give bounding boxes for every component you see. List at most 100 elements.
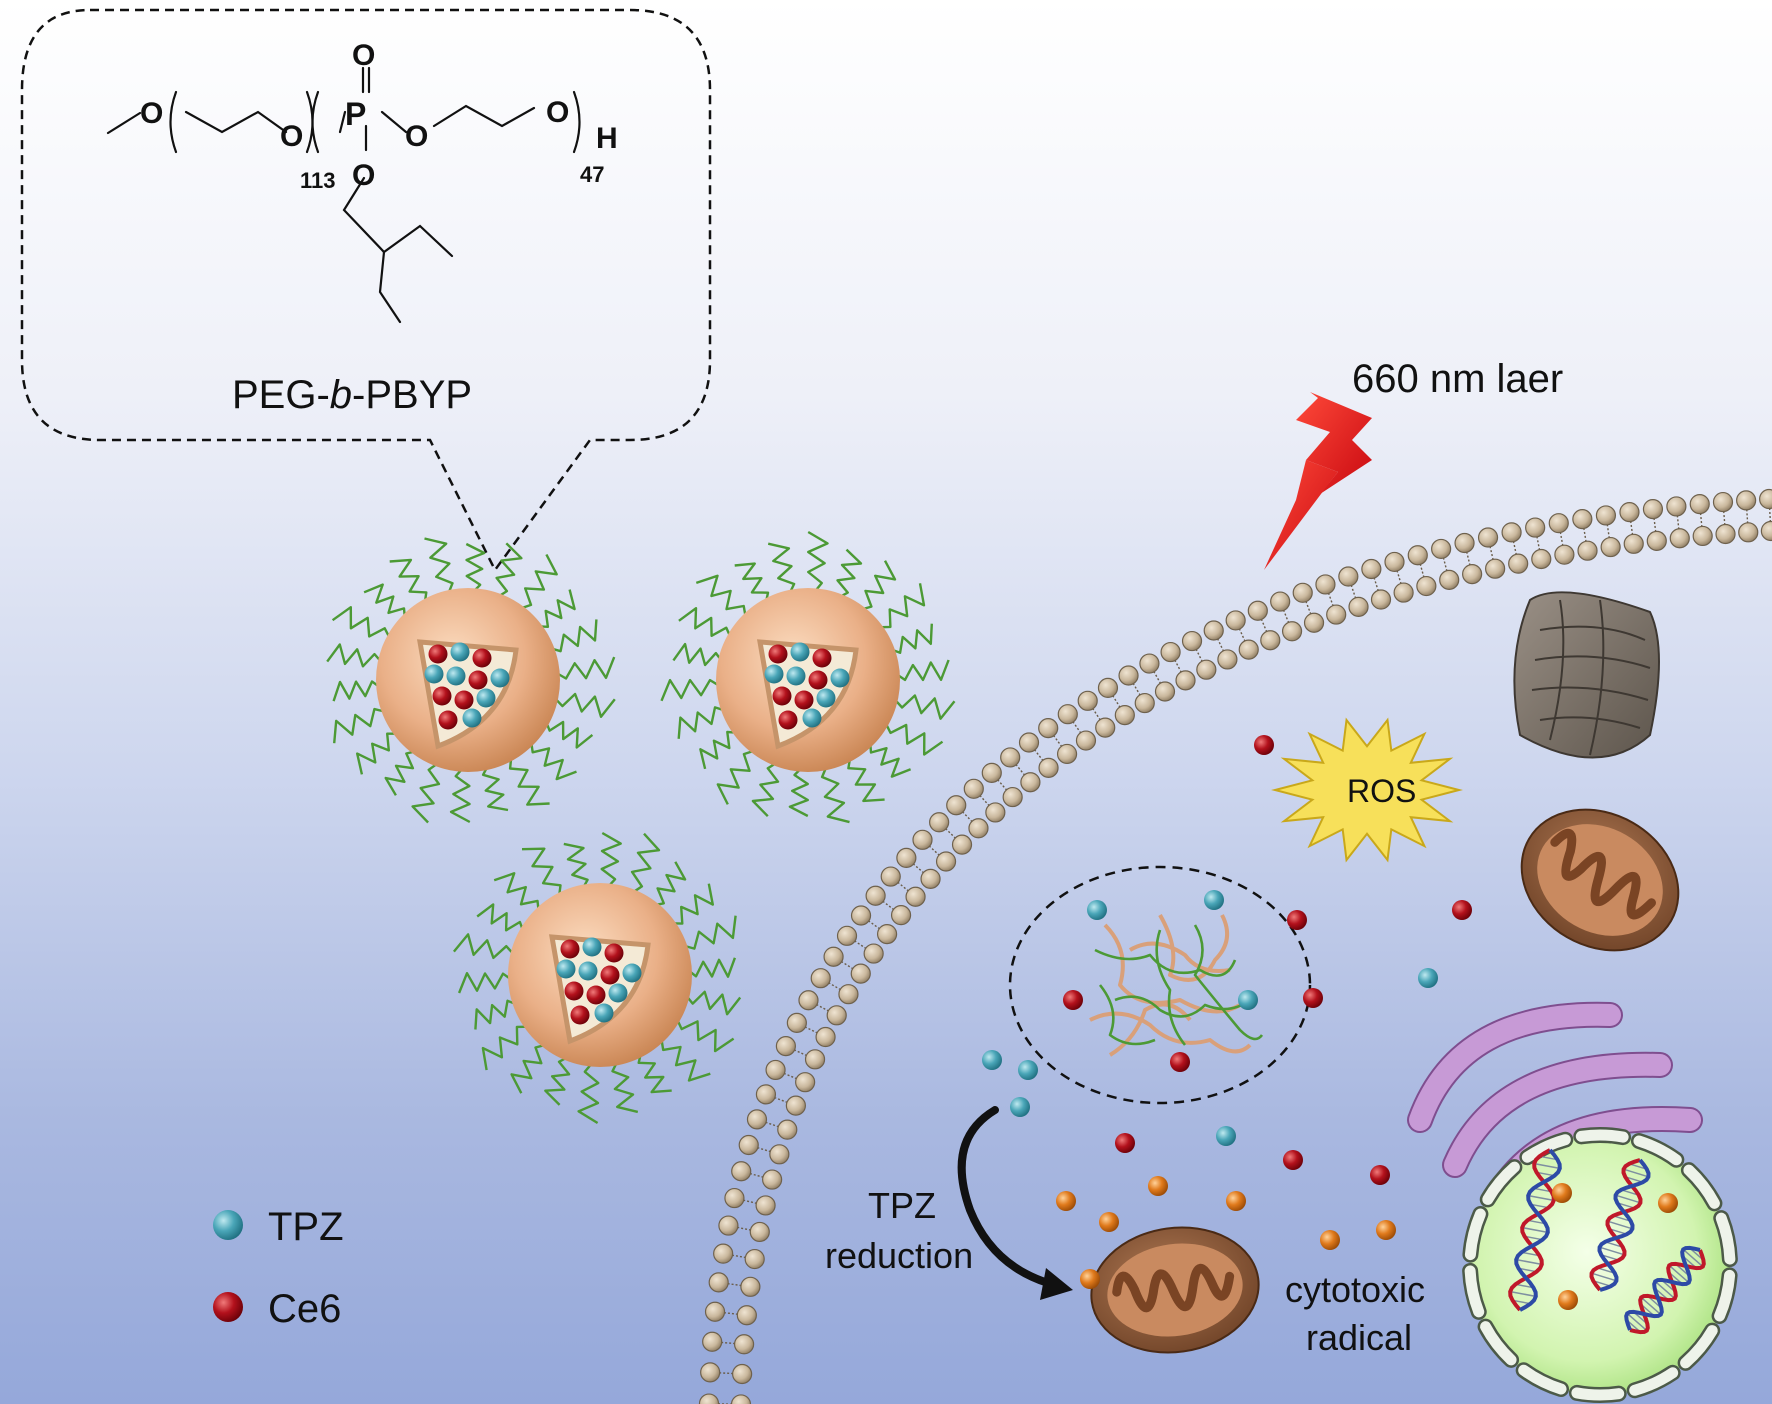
lipid-head [718, 1215, 739, 1236]
lipid-head [1225, 610, 1246, 631]
micelle-icon [660, 530, 956, 824]
peg-chain [860, 560, 897, 611]
lipid-head [746, 1109, 768, 1130]
lipid-head [963, 778, 984, 799]
lipid-head [1292, 582, 1313, 603]
lipid-tail [961, 811, 973, 823]
lipid-tail [1583, 527, 1587, 542]
lipid-tail [1052, 734, 1063, 748]
lipid-head [733, 1334, 755, 1355]
lipid-head [985, 802, 1006, 823]
lipid-head [769, 1144, 790, 1165]
tpz-molecule [764, 664, 784, 684]
radical-molecule [1320, 1230, 1340, 1250]
peg-chain [481, 765, 509, 812]
lipid-tail [1015, 763, 1026, 776]
atom-o-top: O [352, 39, 375, 72]
peg-chain [699, 730, 738, 770]
lipid-head [1407, 545, 1428, 566]
lipid-tail [945, 828, 957, 839]
ce6-molecule [1452, 900, 1472, 920]
lipid-tail [1699, 512, 1703, 528]
peg-chain [519, 553, 558, 610]
peg-chain [452, 933, 516, 960]
lipid-head [815, 1026, 836, 1048]
lipid-head [1338, 566, 1359, 587]
tpz-molecule [450, 642, 470, 662]
peg-chain [326, 643, 383, 668]
peg-chain [495, 542, 523, 599]
ce6-molecule [1254, 735, 1274, 755]
lipid-head [1000, 747, 1021, 768]
lipid-head [850, 963, 871, 984]
peg-chain [510, 1043, 547, 1094]
peg-chain [465, 542, 486, 593]
lipid-head [732, 1363, 753, 1385]
peg-chain [389, 558, 428, 604]
lipid-head [1439, 569, 1460, 590]
lipid-head [1315, 574, 1336, 595]
radical-molecule [1080, 1269, 1100, 1289]
lipid-head [1692, 525, 1713, 547]
atom-p: P [345, 96, 366, 132]
peg-chain [537, 589, 576, 628]
polymer-callout: O O P O O O O H 113 47 PEG-b-PBYP [20, 8, 712, 573]
dna-base-pair [1527, 1219, 1546, 1225]
peg-chain [577, 1061, 600, 1125]
dna-base-pair [1530, 1203, 1549, 1209]
tpz-molecule [1010, 1097, 1030, 1117]
lipid-head [1020, 772, 1041, 793]
lipid-tail [854, 940, 867, 950]
peg-chain [660, 678, 721, 702]
tpz-molecule [608, 983, 628, 1003]
lipid-tail [840, 960, 854, 970]
pbyp-chain [1089, 1011, 1252, 1054]
tpz-molecule [424, 664, 444, 684]
dna-base-pair [1682, 1248, 1704, 1268]
lipid-tail [997, 779, 1008, 791]
ce6-molecule [1287, 910, 1307, 930]
callout-bubble [20, 8, 712, 573]
peg-chain [600, 831, 622, 889]
ce6-molecule [604, 943, 624, 963]
dna-base-pair [1654, 1280, 1676, 1300]
dna-base-pair [1536, 1171, 1555, 1177]
lipid-head [1600, 536, 1621, 558]
ce6-molecule [564, 981, 584, 1001]
nuclear-pore-segment [1518, 1364, 1567, 1395]
lipid-tail [737, 1226, 752, 1231]
lipid-tail [1282, 609, 1290, 624]
ce6-molecule [454, 690, 474, 710]
lipid-head [1154, 681, 1176, 702]
dna-base-pair [1640, 1296, 1662, 1316]
tpz-molecule [622, 963, 642, 983]
dna-base-pair [1515, 1283, 1534, 1289]
lipid-tail [1216, 638, 1225, 652]
lipid-head [1554, 544, 1575, 565]
peg-chain [411, 761, 441, 824]
lipid-tail [1373, 577, 1379, 592]
peg-chain [553, 692, 616, 718]
peg-chain [521, 847, 562, 898]
peg-chain [767, 542, 796, 595]
lipid-tail [867, 920, 881, 930]
lipid-head [765, 1059, 786, 1081]
legend-ce6-label: Ce6 [268, 1287, 341, 1331]
lipid-head [1134, 692, 1155, 714]
legend-tpz-label: TPZ [268, 1205, 344, 1249]
tpz-molecule [816, 688, 836, 708]
lipid-head [905, 886, 926, 907]
nuclear-pore-segment [1715, 1212, 1736, 1265]
dna-base-pair [1607, 1220, 1633, 1230]
peg-chain [449, 767, 471, 824]
legend: TPZ Ce6 [213, 1205, 344, 1331]
lipid-head [880, 866, 901, 887]
dna-base-pair [1599, 1246, 1625, 1256]
peg-chain [481, 1025, 529, 1071]
lipid-head [951, 834, 973, 855]
lipid-head [1260, 630, 1281, 651]
lipid-tail [1327, 592, 1334, 607]
peg-chain [356, 732, 399, 775]
tpz-molecule [1087, 900, 1107, 920]
subscript-47: 47 [580, 162, 604, 187]
